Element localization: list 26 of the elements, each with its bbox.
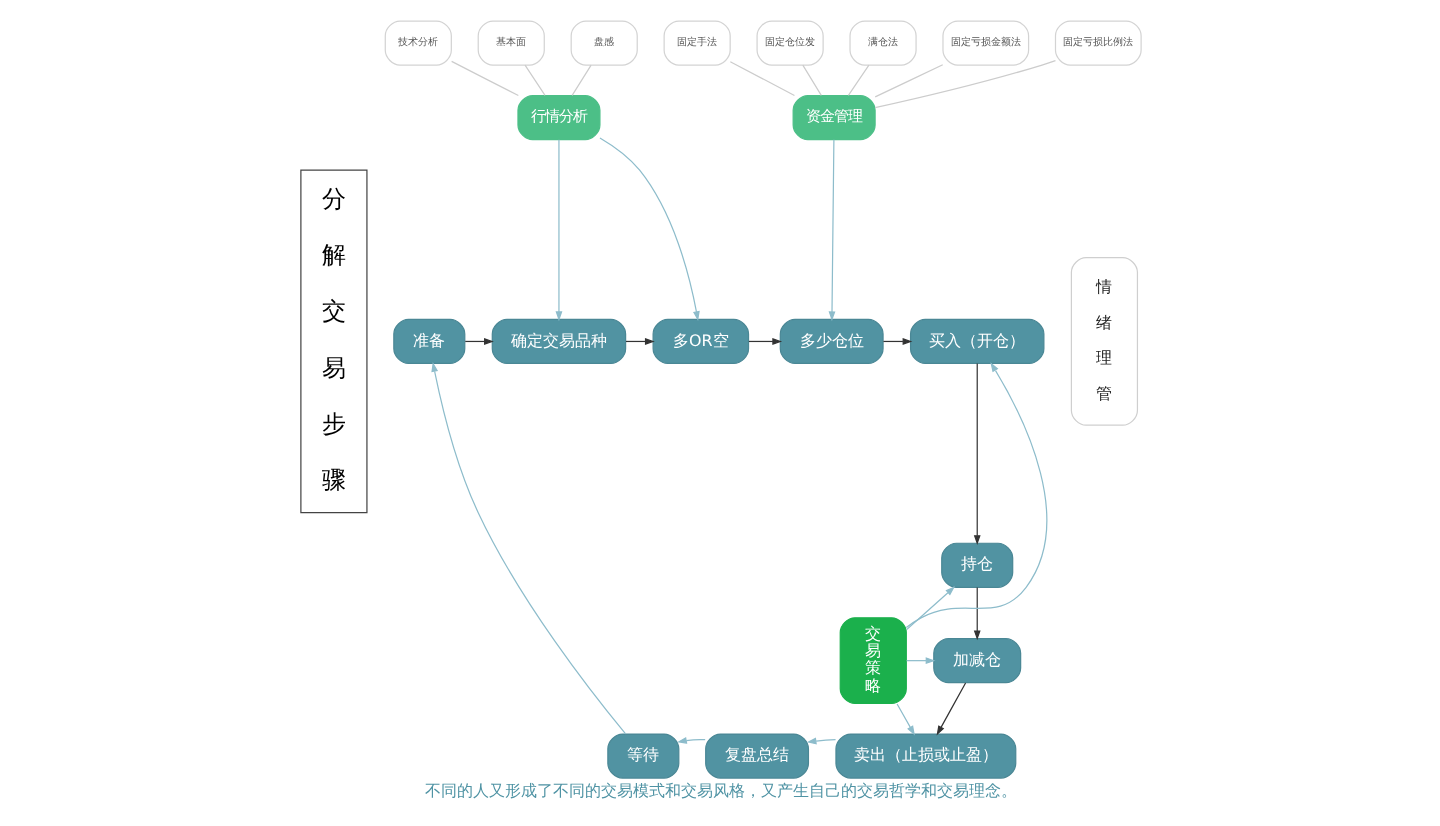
arrow <box>827 139 835 322</box>
arrow <box>972 362 980 545</box>
arrow <box>972 587 980 641</box>
connector <box>846 64 869 96</box>
connector <box>523 64 545 96</box>
arrow <box>554 139 562 322</box>
arrow <box>624 338 654 345</box>
arrow <box>463 338 493 345</box>
arrow <box>430 362 626 735</box>
arrow <box>676 737 705 744</box>
arrow <box>904 362 1047 629</box>
connector <box>570 64 591 96</box>
arrow <box>904 657 935 665</box>
arrow <box>905 586 954 631</box>
arrow <box>935 682 966 736</box>
arrow <box>598 137 699 322</box>
arrow <box>895 703 914 736</box>
connector <box>450 60 518 97</box>
connector <box>801 64 821 96</box>
node-box: 分解交易步骤 <box>299 169 367 514</box>
connector <box>728 61 795 97</box>
arrow <box>805 737 836 745</box>
arrow <box>881 338 912 345</box>
arrow <box>747 338 782 345</box>
connector <box>873 60 1056 109</box>
connector <box>873 64 943 98</box>
